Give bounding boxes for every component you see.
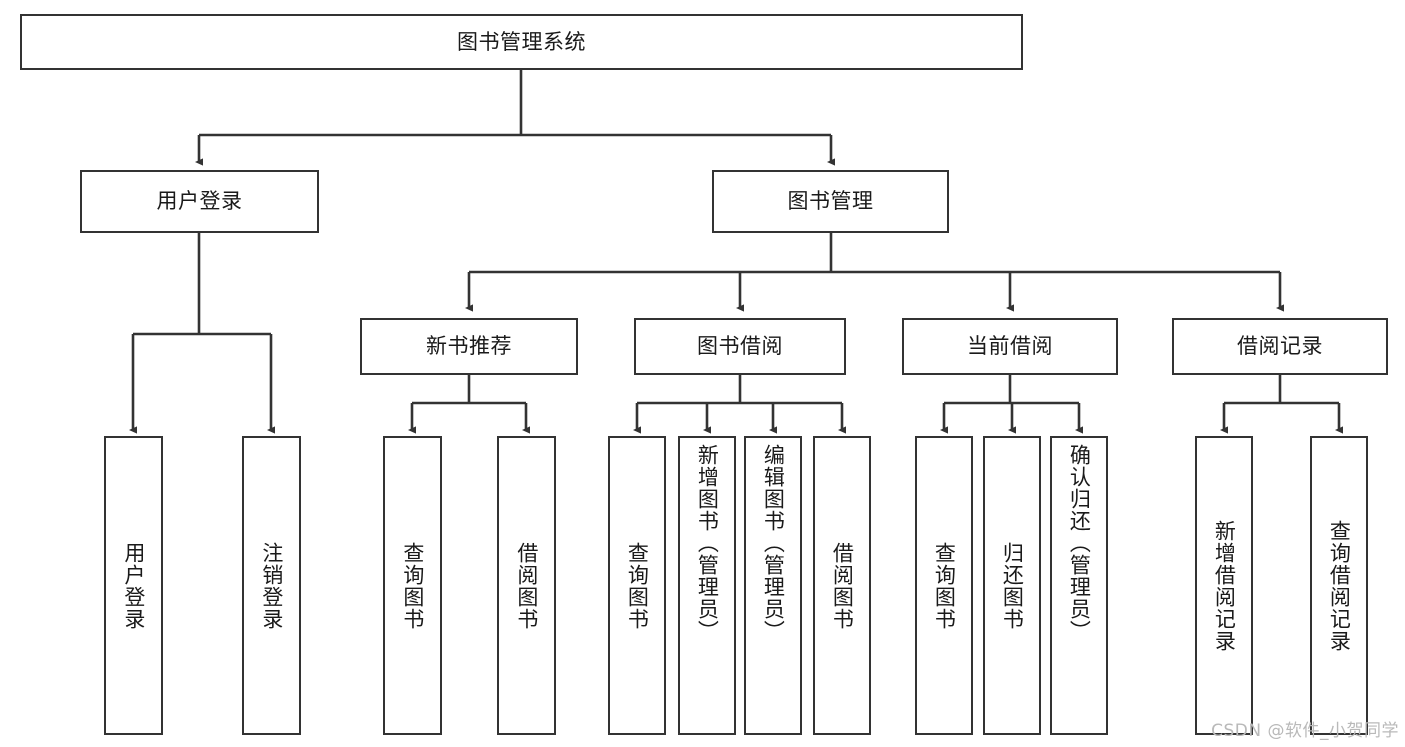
csdn-watermark: CSDN @软件_小贺同学 xyxy=(1211,721,1399,741)
node-label: 借阅图书 xyxy=(514,541,539,630)
node-label: 查询图书 xyxy=(400,541,425,630)
leaf-add-borrow-record[interactable]: 新增借阅记录 xyxy=(1195,436,1253,735)
node-label: 图书借阅 xyxy=(697,334,783,359)
node-label: 归还图书 xyxy=(1000,541,1025,630)
node-label: 确认归还（管理员） xyxy=(1067,444,1092,642)
leaf-query-borrow-record[interactable]: 查询借阅记录 xyxy=(1310,436,1368,735)
node-root-system[interactable]: 图书管理系统 xyxy=(20,14,1023,70)
leaf-query-book-3[interactable]: 查询图书 xyxy=(915,436,973,735)
node-label: 借阅图书 xyxy=(830,541,855,630)
node-current-borrow[interactable]: 当前借阅 xyxy=(902,318,1118,375)
node-label: 注销登录 xyxy=(259,541,284,630)
node-book-borrow[interactable]: 图书借阅 xyxy=(634,318,846,375)
node-label: 编辑图书（管理员） xyxy=(761,444,786,642)
node-borrow-record[interactable]: 借阅记录 xyxy=(1172,318,1388,375)
leaf-add-book-admin[interactable]: 新增图书（管理员） xyxy=(678,436,736,735)
node-book-manage[interactable]: 图书管理 xyxy=(712,170,949,233)
node-new-book-recommend[interactable]: 新书推荐 xyxy=(360,318,578,375)
node-label: 图书管理 xyxy=(787,189,874,214)
node-label: 新增图书（管理员） xyxy=(695,444,720,642)
leaf-borrow-book-2[interactable]: 借阅图书 xyxy=(813,436,871,735)
leaf-user-login[interactable]: 用户登录 xyxy=(104,436,163,735)
leaf-query-book-2[interactable]: 查询图书 xyxy=(608,436,666,735)
leaf-return-book[interactable]: 归还图书 xyxy=(983,436,1041,735)
node-label: 用户登录 xyxy=(156,189,243,214)
node-label: 用户登录 xyxy=(121,541,146,630)
node-label: 当前借阅 xyxy=(967,334,1053,359)
node-label: 新增借阅记录 xyxy=(1212,519,1237,652)
node-label: 查询图书 xyxy=(932,541,957,630)
node-label: 查询图书 xyxy=(625,541,650,630)
node-label: 查询借阅记录 xyxy=(1327,519,1352,652)
node-label: 新书推荐 xyxy=(426,334,512,359)
leaf-logout-login[interactable]: 注销登录 xyxy=(242,436,301,735)
node-label: 图书管理系统 xyxy=(457,29,586,54)
leaf-query-book-1[interactable]: 查询图书 xyxy=(383,436,442,735)
node-user-login[interactable]: 用户登录 xyxy=(80,170,319,233)
leaf-borrow-book-1[interactable]: 借阅图书 xyxy=(497,436,556,735)
leaf-confirm-return-admin[interactable]: 确认归还（管理员） xyxy=(1050,436,1108,735)
leaf-edit-book-admin[interactable]: 编辑图书（管理员） xyxy=(744,436,802,735)
node-label: 借阅记录 xyxy=(1237,334,1323,359)
